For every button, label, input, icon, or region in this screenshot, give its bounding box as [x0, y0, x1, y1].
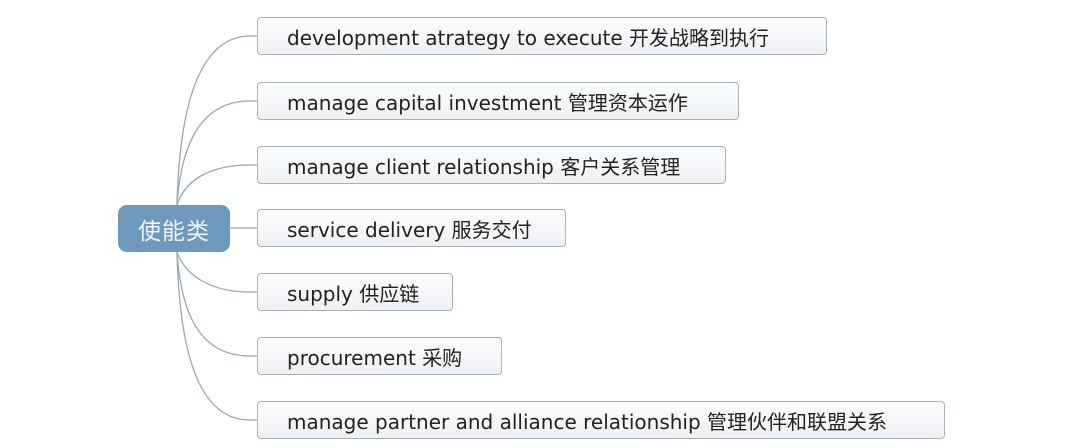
node-label: manage client relationship 客户关系管理 [287, 154, 681, 179]
child-node-development-strategy[interactable]: development atrategy to execute 开发战略到执行 [257, 17, 827, 55]
connector-5 [176, 251, 257, 293]
child-node-supply[interactable]: supply 供应链 [257, 273, 453, 311]
node-label: procurement 采购 [287, 345, 463, 370]
connector-2 [176, 100, 257, 206]
node-label: manage partner and alliance relationship… [287, 409, 888, 434]
child-node-partner-alliance[interactable]: manage partner and alliance relationship… [257, 401, 945, 439]
node-label: service delivery 服务交付 [287, 217, 532, 242]
child-node-service-delivery[interactable]: service delivery 服务交付 [257, 209, 566, 247]
connector-6 [176, 251, 257, 357]
root-node[interactable]: 使能类 [118, 205, 230, 252]
child-node-capital-investment[interactable]: manage capital investment 管理资本运作 [257, 82, 739, 120]
child-node-client-relationship[interactable]: manage client relationship 客户关系管理 [257, 146, 726, 184]
connector-3 [176, 164, 257, 206]
connector-1 [176, 35, 257, 206]
node-label: supply 供应链 [287, 281, 420, 306]
node-label: development atrategy to execute 开发战略到执行 [287, 25, 769, 50]
child-node-procurement[interactable]: procurement 采购 [257, 337, 502, 375]
connector-7 [176, 251, 257, 421]
root-label: 使能类 [138, 218, 210, 245]
node-label: manage capital investment 管理资本运作 [287, 90, 688, 115]
